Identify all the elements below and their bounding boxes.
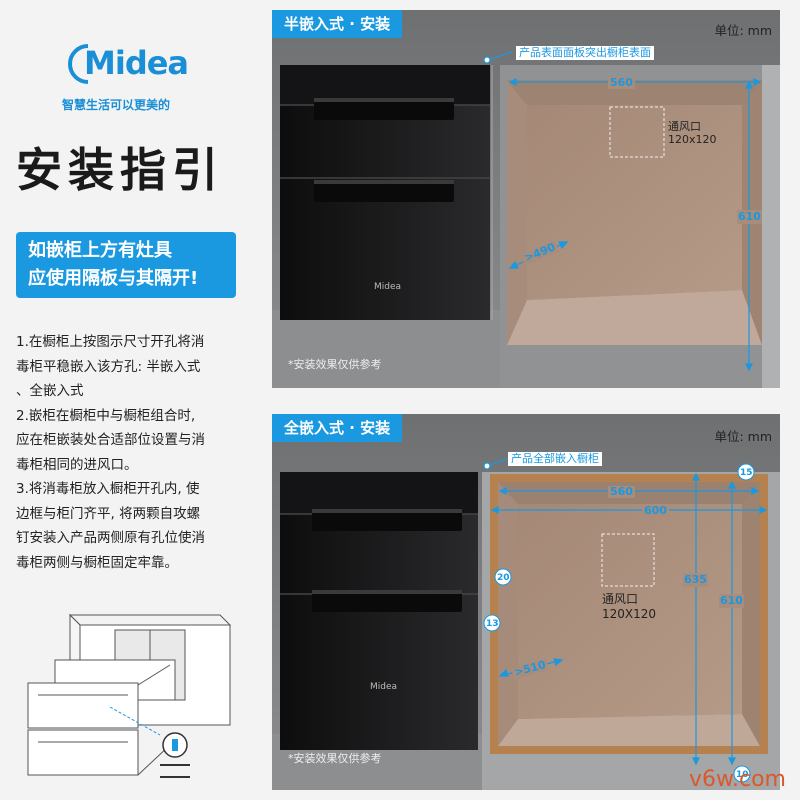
full-embedded-panel: 全嵌入式 · 安装 单位: mm 产品全部嵌入橱柜 560 600 635 61… [272,414,780,790]
warning-line-2: 应使用隔板与其隔开! [28,268,199,289]
vent-title: 通风口 [668,120,701,133]
full-embedded-illustration [272,414,780,790]
dim-inner-height-label: 610 [719,594,744,608]
vent-title: 通风口 [602,592,639,606]
embed-annotation: 产品全部嵌入橱柜 [508,452,602,466]
disclaimer-note: *安装效果仅供参考 [288,358,382,371]
step-line: 毒柜两侧与橱柜固定牢靠。 [16,554,178,571]
page-title: 安装指引 [16,143,224,197]
warning-box: 如嵌柜上方有灶具 应使用隔板与其隔开! [16,232,236,298]
disclaimer-note: *安装效果仅供参考 [288,752,382,765]
half-embedded-illustration [272,10,780,388]
step-line: 1.在橱柜上按图示尺寸开孔将消 [16,334,205,350]
installation-steps: 1.在橱柜上按图示尺寸开孔将消 毒柜平稳嵌入该方孔: 半嵌入式 、全嵌入式 2.… [16,330,246,575]
step-line: 毒柜平稳嵌入该方孔: 半嵌入式 [16,358,201,375]
step-line: 毒柜相同的进风口。 [16,456,138,473]
unit-label: 单位: mm [714,429,772,444]
logo-wordmark: Midea [84,44,189,82]
watermark: v6w.com [689,767,786,792]
dim-width-label: 560 [608,76,635,89]
vent-label: 通风口 120x120 [668,120,717,146]
dim-outer-height-label: 635 [683,573,708,587]
logo-arc-icon [68,44,89,84]
step-line: 应在柜嵌装处合适部位设置与消 [16,432,205,448]
dim-bottom-label: 10 [736,770,749,780]
vent-size: 120x120 [668,133,717,146]
vent-size: 120X120 [602,607,657,621]
step-line: 2.嵌柜在橱柜中与橱柜组合时, [16,407,196,424]
step-line: 3.将消毒柜放入橱柜开孔内, 使 [16,481,200,497]
step-line: 钉安装入产品两侧原有孔位使消 [16,530,205,546]
installation-diagram [27,613,232,778]
step-line: 边框与柜门齐平, 将两颗自攻螺 [16,505,201,522]
dim-top-label: 15 [740,468,753,478]
vent-label: 通风口 120X120 [602,592,656,622]
slogan: 智慧生活可以更美的 [62,98,171,112]
dim-side-label: 20 [497,573,510,583]
dim-height-label: 610 [737,210,762,224]
dim-inner-width-label: 560 [608,485,635,498]
product-brand: Midea [370,682,398,692]
product-brand: Midea [374,282,402,292]
step-line: 、全嵌入式 [16,383,84,399]
dim-outer-width-label: 600 [642,504,669,517]
warning-line-1: 如嵌柜上方有灶具 [28,240,172,261]
half-embedded-tag: 半嵌入式 · 安装 [272,10,403,38]
full-embedded-tag: 全嵌入式 · 安装 [272,414,403,442]
half-embedded-panel: 半嵌入式 · 安装 单位: mm 产品表面面板突出橱柜表面 560 610 >4… [272,10,780,388]
unit-label: 单位: mm [714,23,772,38]
surface-annotation: 产品表面面板突出橱柜表面 [516,46,654,60]
dim-left-label: 13 [486,619,499,629]
midea-logo: Midea [62,40,192,90]
